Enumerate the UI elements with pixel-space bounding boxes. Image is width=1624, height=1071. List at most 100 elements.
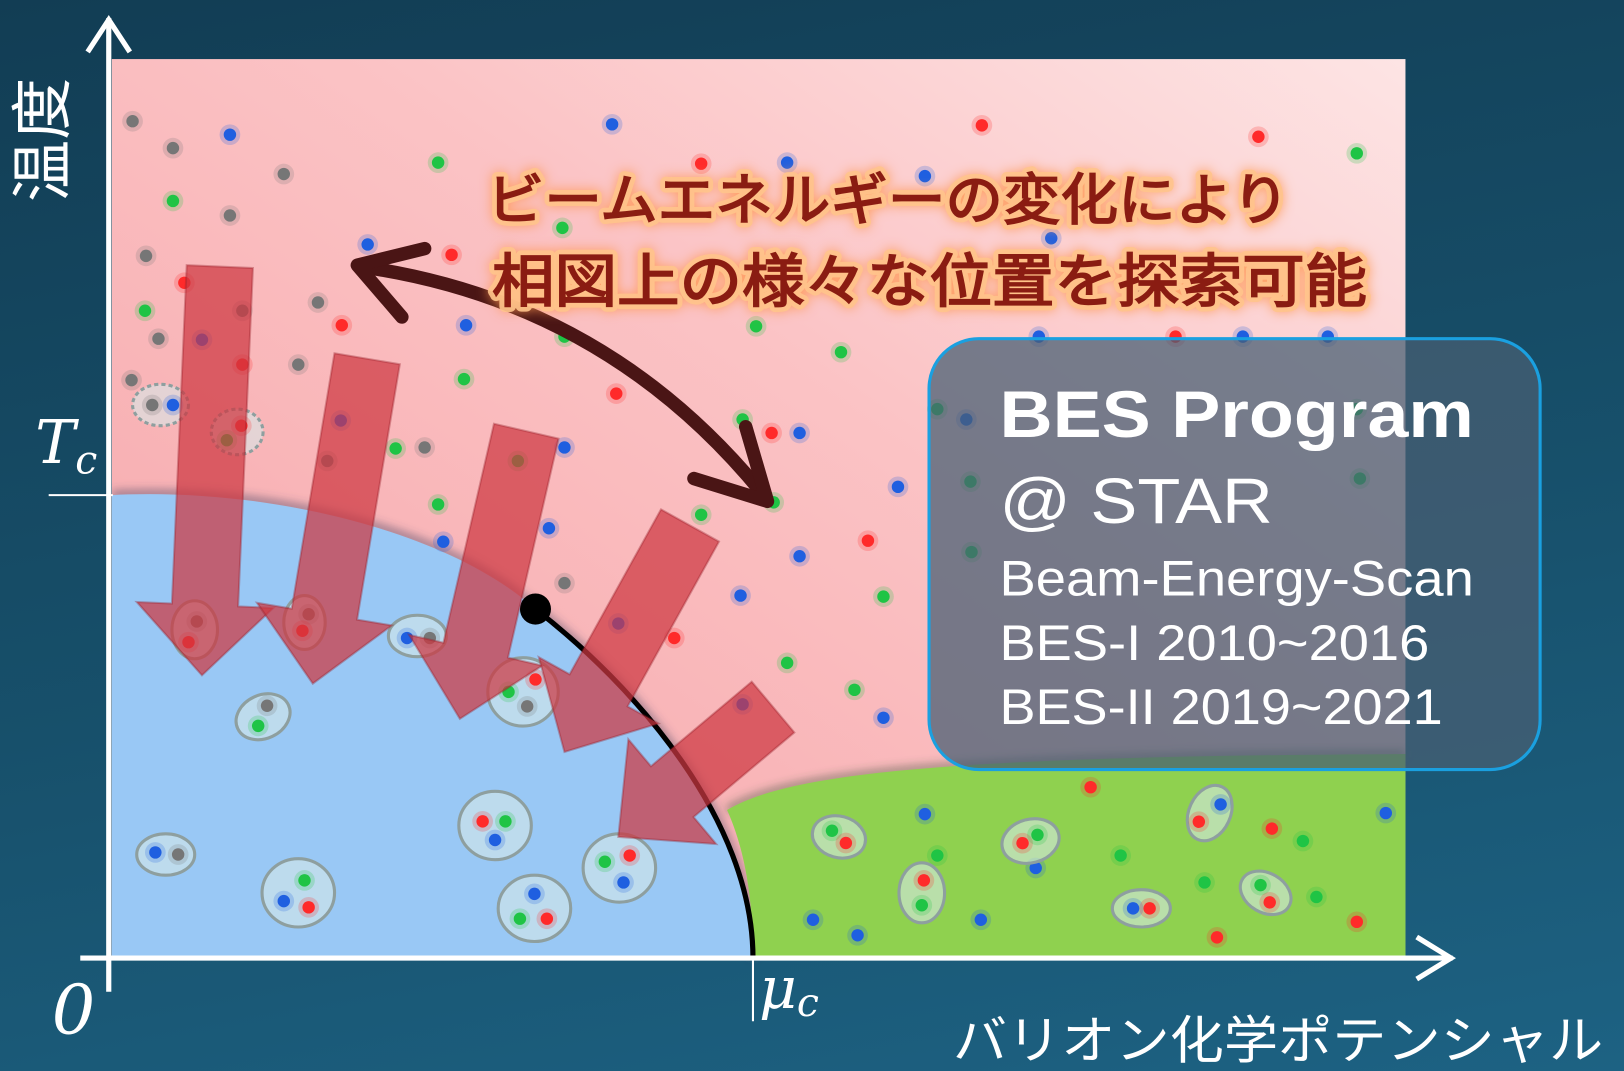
quark-core — [877, 590, 890, 603]
quark-core — [694, 157, 708, 170]
green-quark-dot — [427, 494, 449, 515]
axes — [48, 14, 1456, 1022]
blue-quark-dot — [789, 545, 810, 567]
green-quark-dot — [162, 190, 184, 212]
green-quark-dot — [911, 894, 933, 916]
hadron-outline — [1238, 869, 1293, 917]
hadron — [234, 692, 292, 742]
quark-core — [139, 249, 153, 263]
green-quark-dot — [509, 908, 531, 930]
green-quark-dot — [844, 679, 865, 701]
info-box-subtitle: @ STAR — [999, 465, 1272, 537]
quark-core — [1016, 836, 1029, 850]
quark-core — [917, 874, 931, 887]
blue-quark-dot — [145, 842, 166, 863]
green-quark-dot — [552, 217, 573, 239]
quark-core — [298, 874, 311, 887]
y-axis-arrowhead — [85, 14, 133, 54]
hadron — [897, 861, 947, 925]
quark-core — [529, 673, 542, 686]
red-quark-dot — [472, 811, 493, 832]
quark-core — [1263, 896, 1276, 909]
beam-energy-arrow — [617, 680, 796, 846]
blue-quark-dot — [1040, 227, 1062, 249]
hadron-outline — [1110, 888, 1172, 929]
quark-core — [1214, 798, 1227, 811]
blue-quark-dot — [873, 707, 894, 729]
quark-core — [138, 304, 152, 317]
quark-core — [520, 700, 534, 713]
x-axis-arrowhead — [1415, 934, 1456, 982]
quark-core — [260, 699, 274, 712]
quark-core — [598, 855, 612, 868]
red-quark-dot — [1259, 891, 1281, 913]
quark-core — [361, 238, 374, 251]
quark-core — [623, 849, 636, 862]
gray-quark-dot — [135, 245, 157, 267]
quark-core — [734, 589, 747, 602]
red-quark-dot — [857, 530, 879, 552]
blue-quark-dot — [887, 476, 909, 498]
quark-core — [400, 631, 414, 645]
quark-core — [1310, 890, 1323, 904]
green-quark-dot — [745, 315, 767, 337]
quark-core — [975, 119, 989, 132]
blue-quark-dot — [914, 165, 936, 187]
blue-quark-dot — [776, 152, 798, 173]
red-quark-dot — [331, 314, 353, 336]
quark-core — [974, 913, 988, 926]
quark-core — [806, 913, 820, 926]
blue-quark-dot — [847, 924, 868, 946]
info-box-line: BES-II 2019~2021 — [999, 679, 1442, 735]
quark-core — [610, 387, 623, 400]
quark-core — [1350, 147, 1363, 160]
gray-quark-dot — [287, 354, 309, 375]
quark-core — [558, 441, 571, 454]
quark-core — [1210, 931, 1224, 944]
mu-symbol: μ — [759, 954, 797, 1022]
hadron-outline — [897, 861, 947, 925]
blue-quark-dot — [455, 314, 477, 336]
green-quark-dot — [926, 845, 948, 866]
quark-core — [931, 849, 944, 862]
quark-core — [488, 833, 502, 847]
red-quark-dot — [441, 244, 462, 266]
blue-quark-dot — [396, 627, 418, 649]
quark-core — [166, 141, 180, 155]
hadron — [581, 832, 658, 904]
green-quark-dot — [690, 504, 712, 526]
quark-core — [513, 912, 527, 925]
tc-symbol: T — [35, 408, 79, 478]
beam-energy-arrow — [134, 264, 276, 677]
quark-core — [302, 901, 315, 914]
blue-quark-dot — [730, 585, 751, 606]
info-box-panel — [927, 337, 1542, 772]
hadron — [457, 789, 533, 862]
red-quark-dot — [835, 832, 857, 854]
green-quark-dot — [294, 870, 315, 891]
red-quark-dot — [619, 845, 641, 866]
green-quark-dot — [1110, 845, 1131, 866]
blue-quark-dot — [601, 113, 623, 135]
blue-quark-dot — [802, 909, 824, 931]
green-quark-dot — [1250, 874, 1271, 896]
quark-core — [499, 815, 512, 828]
hadron — [135, 832, 197, 877]
color-superconductor-region — [727, 754, 1406, 959]
green-quark-dot — [247, 715, 269, 737]
hadron — [810, 814, 868, 860]
quark-core — [149, 846, 162, 859]
quark-core — [540, 912, 554, 925]
red-quark-dot — [663, 627, 685, 649]
quark-core — [891, 480, 905, 494]
hadron-outline — [260, 857, 337, 929]
quark-core — [780, 656, 794, 670]
red-quark-dot — [525, 669, 546, 690]
quark-core — [605, 118, 619, 131]
quark-core — [311, 296, 325, 309]
red-quark-dot — [761, 422, 782, 444]
tc-subscript: c — [75, 437, 97, 483]
quark-core — [528, 887, 541, 901]
green-quark-dot — [873, 586, 894, 607]
red-quark-dot — [1346, 911, 1368, 933]
